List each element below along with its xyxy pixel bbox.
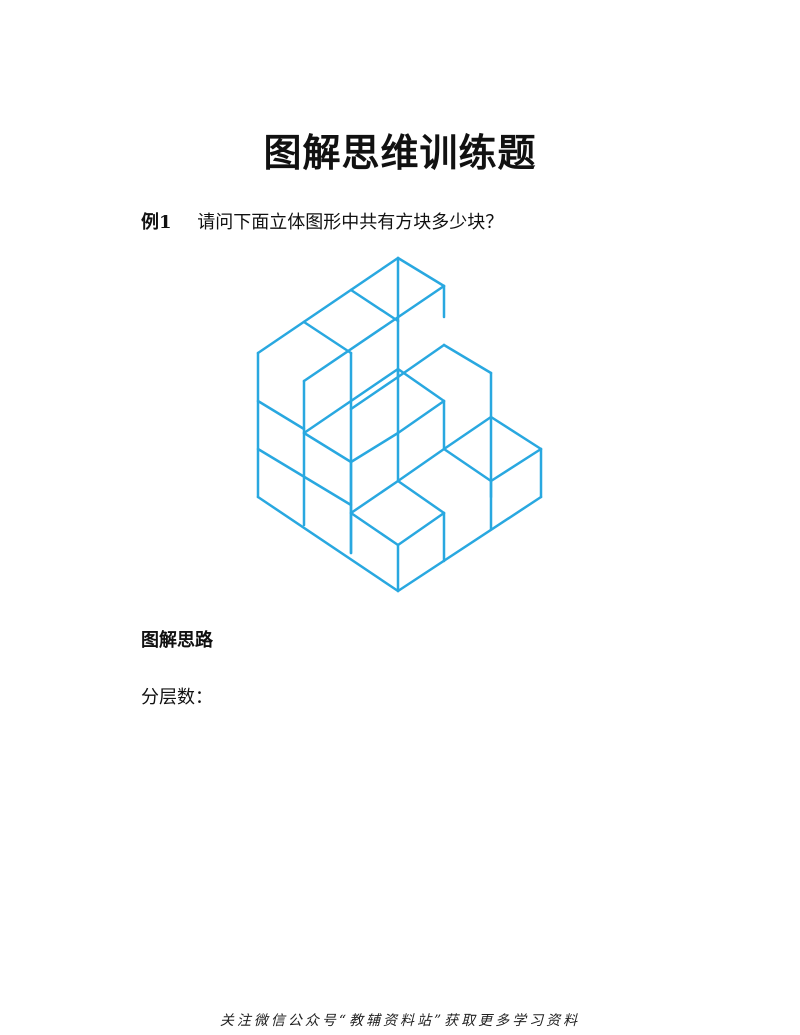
cube-edge-26	[349, 431, 400, 464]
cube-edge-19	[349, 367, 400, 403]
cube-edge-33	[396, 495, 543, 593]
cube-edge-9	[396, 256, 446, 288]
cube-edge-10	[349, 288, 400, 323]
cube-edge-31	[489, 415, 543, 451]
cube-edge-4	[256, 447, 353, 507]
cube-edge-8	[349, 375, 400, 411]
stacked-cubes-icon	[256, 256, 543, 593]
section-heading: 图解思路	[141, 630, 213, 651]
cube-edge-5	[256, 495, 400, 593]
example-label: 例1	[141, 212, 172, 233]
footer-note: 关注微信公众号“教辅资料站”获取更多学习资料	[219, 1013, 581, 1029]
layer-count-label: 分层数：	[141, 687, 213, 708]
cube-edge-17	[442, 343, 493, 375]
example-question-text: 请问下面立体图形中共有方块多少块？	[197, 212, 504, 233]
cube-edge-30	[442, 415, 493, 451]
cube-edge-3	[256, 399, 306, 431]
example-question: 例1 请问下面立体图形中共有方块多少块？	[141, 208, 503, 234]
cube-edge-38	[396, 479, 446, 515]
cube-edge-16	[396, 343, 446, 379]
cube-edge-24	[302, 431, 353, 464]
cube-edge-11	[302, 320, 353, 355]
cube-edge-20	[396, 367, 446, 403]
page-title: 图解思维训练题	[263, 130, 537, 175]
cube-edge-36	[489, 447, 543, 483]
cube-edge-23	[302, 399, 353, 435]
cube-edge-7	[302, 284, 446, 383]
cube-edge-40	[349, 511, 400, 547]
cube-edge-34	[442, 447, 493, 483]
stacked-cubes-figure	[250, 248, 550, 598]
cube-edge-37	[349, 479, 400, 515]
cube-edge-29	[396, 447, 446, 483]
cube-edge-27	[396, 399, 446, 435]
cube-edge-42	[396, 511, 446, 547]
cube-edge-6	[256, 256, 400, 355]
